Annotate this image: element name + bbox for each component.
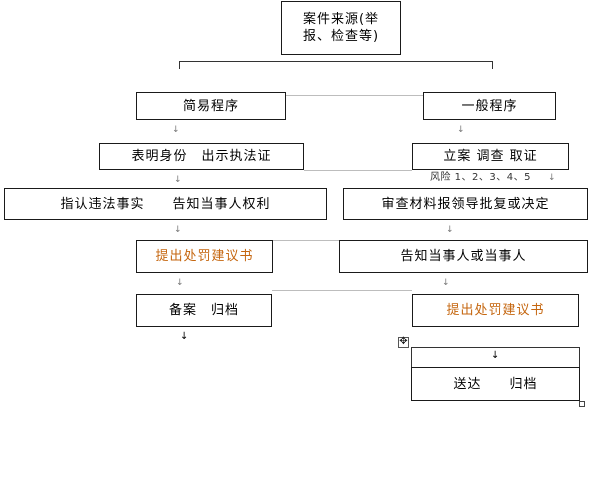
simple-step-proposal-label: 提出处罚建议书 [155,249,254,264]
general-step-review-box: 审查材料报领导批复或决定 [343,188,588,220]
simple-procedure-box: 简易程序 [136,92,286,120]
arrow-general-4: ↓ [442,278,450,288]
connector-bracket-right [492,61,493,69]
delivery-right-border-upper [579,347,580,367]
delivery-top-border [411,347,580,348]
simple-step-facts-box: 指认违法事实 告知当事人权利 [4,188,327,220]
general-step-notify-box: 告知当事人或当事人 [339,240,588,273]
connector-row5 [272,290,412,291]
source-text: 案件来源(举报、检查等) [302,12,380,44]
general-step-proposal-box: 提出处罚建议书 [412,294,579,327]
delivery-left-border-upper [411,347,412,367]
simple-procedure-label: 简易程序 [182,98,239,114]
simple-step-archive-label: 备案 归档 [168,303,239,318]
table-move-handle-icon[interactable]: ✥ [398,336,409,348]
general-step-investigate-box: 立案 调查 取证 [412,143,569,170]
arrow-simple-end: ↓ [180,331,189,342]
arrow-simple-2: ↓ [174,175,182,185]
arrow-risk-extra: ↓ [548,173,556,183]
general-procedure-box: 一般程序 [423,92,556,120]
general-step-review-label: 审查材料报领导批复或决定 [381,196,550,212]
arrow-simple-1: ↓ [172,125,180,135]
general-step-deliver-box: 送达 归档 [411,367,580,401]
connector-row4 [273,240,339,241]
risk-note: 风险 1、2、3、4、5 [430,172,531,183]
general-procedure-label: 一般程序 [461,98,518,114]
general-step-notify-label: 告知当事人或当事人 [400,249,527,264]
arrow-general-1: ↓ [457,125,465,135]
arrow-simple-3: ↓ [174,225,182,235]
simple-step-identity-label: 表明身份 出示执法证 [131,149,272,164]
general-step-deliver-label: 送达 归档 [453,376,538,392]
connector-row2 [304,170,412,171]
simple-step-facts-label: 指认违法事实 告知当事人权利 [60,196,271,212]
arrow-general-3: ↓ [446,225,454,235]
table-resize-handle[interactable] [579,401,585,407]
simple-step-proposal-box: 提出处罚建议书 [136,240,273,273]
connector-procedures [286,95,423,96]
general-step-proposal-label: 提出处罚建议书 [446,303,545,318]
connector-bracket-left [179,61,180,69]
simple-step-identity-box: 表明身份 出示执法证 [99,143,304,170]
simple-step-archive-box: 备案 归档 [136,294,272,327]
connector-bracket-top [179,61,493,62]
arrow-simple-4: ↓ [176,278,184,288]
source-box: 案件来源(举报、检查等) [281,1,401,55]
arrow-general-end: ↓ [491,350,500,361]
general-step-investigate-label: 立案 调查 取证 [443,149,538,164]
